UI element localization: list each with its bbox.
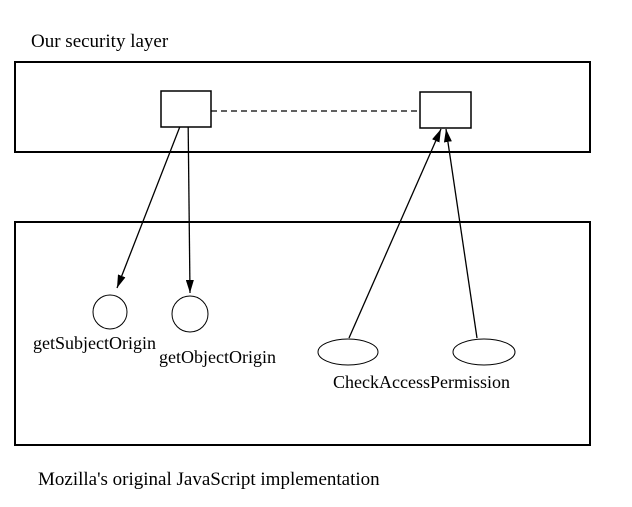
mozilla-implementation-box: [14, 221, 591, 446]
check-access-permission-node-left: [317, 338, 379, 366]
security-box-left: [160, 90, 212, 128]
arrow-from-check-access-right: [443, 128, 478, 339]
mozilla-implementation-caption: Mozilla's original JavaScript implementa…: [38, 469, 380, 490]
security-layer-title: Our security layer: [31, 31, 169, 52]
arrow-to-get-object-origin: [185, 110, 194, 294]
arrow-to-get-subject-origin: [116, 110, 187, 289]
get-object-origin-node: [171, 295, 209, 333]
get-subject-origin-node: [92, 294, 128, 330]
check-access-permission-label: CheckAccessPermission: [333, 372, 510, 392]
check-access-permission-node-right: [452, 338, 516, 366]
get-object-origin-label: getObjectOrigin: [159, 347, 276, 367]
arrow-from-check-access-left: [348, 128, 442, 339]
get-subject-origin-label: getSubjectOrigin: [33, 333, 156, 353]
security-layer-box: [14, 61, 591, 153]
security-box-right: [419, 91, 472, 129]
